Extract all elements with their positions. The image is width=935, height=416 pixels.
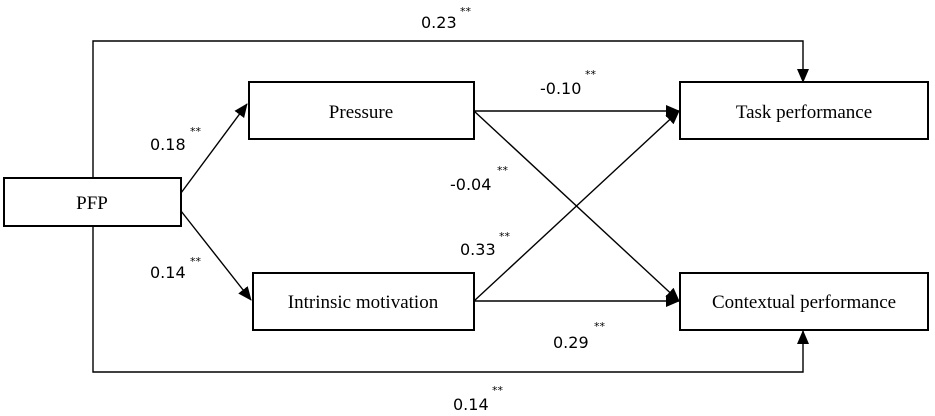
node-intrinsic-motivation: Intrinsic motivation [252, 272, 475, 331]
sig-pfp-to-intrinsic: ** [190, 255, 202, 268]
edge-intrinsic-to-task [473, 110, 680, 302]
label-pressure-to-task: -0.10 ** [540, 68, 597, 98]
label-pressure-to-contextual: -0.04 ** [450, 164, 509, 194]
coef-pressure-to-task: -0.10 [540, 79, 581, 98]
label-pfp-to-pressure: 0.18 ** [150, 125, 202, 154]
coef-pfp-to-contextual: 0.14 [453, 395, 489, 414]
node-pfp-label: PFP [76, 193, 108, 214]
label-pfp-to-task: 0.23 ** [421, 5, 472, 32]
coef-intrinsic-to-task: 0.33 [460, 240, 496, 259]
coef-pfp-to-pressure: 0.18 [150, 135, 186, 154]
label-pfp-to-intrinsic: 0.14 ** [150, 255, 202, 282]
node-intrinsic-motivation-label: Intrinsic motivation [288, 292, 439, 313]
coef-pfp-to-intrinsic: 0.14 [150, 263, 186, 282]
sig-intrinsic-to-contextual: ** [594, 320, 606, 333]
sig-intrinsic-to-task: ** [499, 230, 511, 243]
node-pressure: Pressure [248, 81, 475, 140]
label-intrinsic-to-contextual: 0.29 ** [553, 320, 606, 352]
node-contextual-performance-label: Contextual performance [712, 292, 896, 313]
sig-pressure-to-contextual: ** [497, 164, 509, 177]
edge-pfp-to-pressure [180, 103, 248, 194]
node-pressure-label: Pressure [329, 102, 393, 123]
label-intrinsic-to-task: 0.33 ** [460, 230, 511, 259]
node-task-performance-label: Task performance [736, 102, 872, 123]
label-pfp-to-contextual: 0.14 ** [453, 384, 504, 414]
node-task-performance: Task performance [679, 81, 929, 140]
edge-pfp-to-intrinsic [180, 210, 252, 301]
coef-pfp-to-task: 0.23 [421, 13, 457, 32]
sig-pfp-to-pressure: ** [190, 125, 202, 138]
node-contextual-performance: Contextual performance [679, 272, 929, 331]
edge-pfp-to-contextual [92, 226, 809, 373]
edge-pfp-to-task [92, 40, 809, 178]
coef-intrinsic-to-contextual: 0.29 [553, 333, 589, 352]
sig-pressure-to-task: ** [585, 68, 597, 81]
sig-pfp-to-task: ** [460, 5, 472, 18]
node-pfp: PFP [3, 177, 182, 227]
coef-pressure-to-contextual: -0.04 [450, 175, 491, 194]
sig-pfp-to-contextual: ** [492, 384, 504, 397]
